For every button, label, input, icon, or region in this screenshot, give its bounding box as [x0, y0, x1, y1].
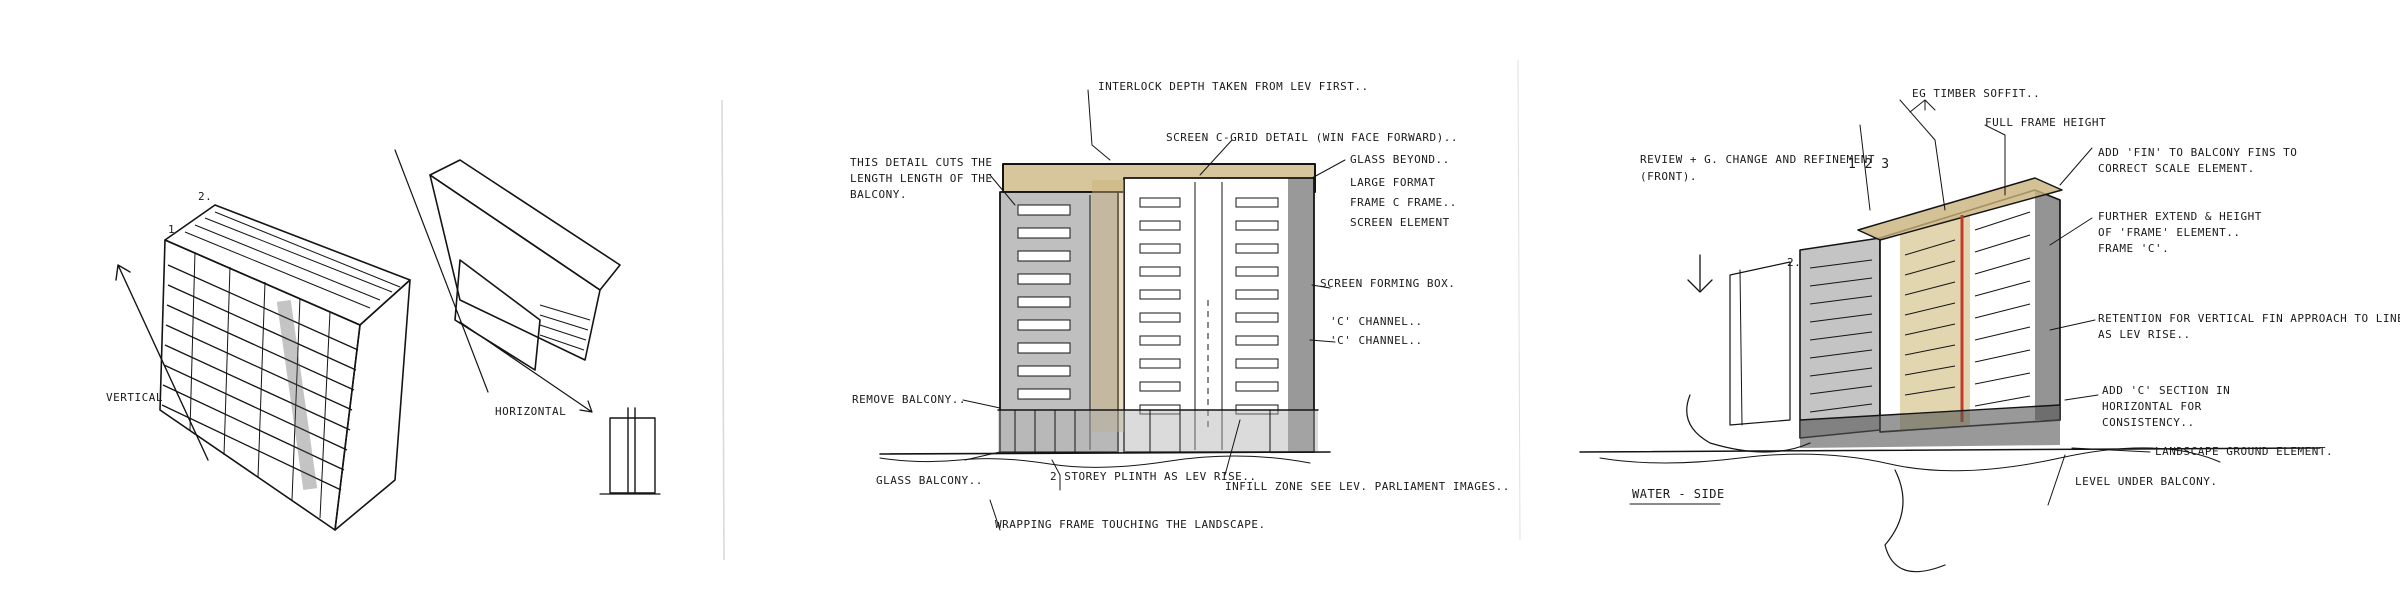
persp-plinth-tone: [1800, 405, 2060, 448]
label-horizontal: HORIZONTAL: [495, 405, 566, 418]
hblock-front: [429, 174, 601, 361]
ghost-block: [1729, 261, 1791, 426]
note-storey: 2 STOREY PLINTH AS LEV RISE..: [1050, 470, 1257, 483]
note-numbers: 1 2 3: [1848, 157, 1890, 172]
slab-vertical-fins: [189, 251, 331, 519]
ground-line: [879, 451, 1331, 455]
note-detail-3: BALCONY.: [850, 188, 907, 201]
left-tower-outline: [999, 191, 1119, 453]
sheet-divider-left: [721, 99, 725, 561]
persp-bottom-scribble: [1884, 469, 1946, 573]
note-ground-element: LANDSCAPE GROUND ELEMENT.: [2155, 445, 2333, 458]
note-screen-box: SCREEN FORMING BOX.: [1320, 277, 1455, 290]
hblock-recess: [454, 259, 541, 371]
left-tower-windows: [1017, 204, 1071, 400]
sheet-divider-right: [1517, 59, 1521, 541]
note-review-2: (FRONT).: [1640, 170, 1697, 183]
note-persp-num-2: 2.: [1787, 256, 1801, 269]
note-detail-2: LENGTH LENGTH OF THE: [850, 172, 992, 185]
right-tower-windows: [1139, 197, 1279, 415]
note-level-under-balcony: LEVEL UNDER BALCONY.: [2075, 475, 2217, 488]
hblock-floor-lines: [539, 304, 591, 351]
slab-floor-lines: [161, 264, 359, 491]
note-further-2: OF 'FRAME' ELEMENT..: [2098, 226, 2240, 239]
slab-shadow-strip: [276, 299, 318, 491]
note-glass-3: FRAME C FRAME..: [1350, 196, 1457, 209]
note-glass-2: LARGE FORMAT: [1350, 176, 1435, 189]
persp-left-windows: [1809, 259, 1873, 413]
persp-soffit-wood: [1858, 178, 2062, 240]
persp-down-arrow: [1687, 254, 1713, 293]
note-add-fin-2: CORRECT SCALE ELEMENT.: [2098, 162, 2255, 175]
small-elevation-box: [599, 407, 661, 495]
note-review-1: REVIEW + G. CHANGE AND REFINEMENT: [1640, 153, 1875, 166]
note-add-fin-1: ADD 'FIN' TO BALCONY FINS TO: [2098, 146, 2297, 159]
sketch-front-elevation: INTERLOCK DEPTH TAKEN FROM LEV FIRST.. S…: [850, 80, 1510, 531]
persp-plinth-line: [1799, 404, 2061, 421]
note-wrapping: WRAPPING FRAME TOUCHING THE LANDSCAPE.: [995, 518, 1266, 531]
note-further-1: FURTHER EXTEND & HEIGHT: [2098, 210, 2262, 223]
horizontal-arrow: [459, 321, 593, 413]
elevation-vertical-lines: [1089, 182, 1223, 450]
persp-ground-scribble: [1599, 447, 2221, 472]
label-num-2: 2.: [198, 190, 212, 203]
note-c-channel-1: 'C' CHANNEL..: [1330, 315, 1423, 328]
ground-scribble: [879, 455, 1311, 468]
note-add-c-1: ADD 'C' SECTION IN: [2102, 384, 2230, 397]
plinth-tone: [998, 410, 1318, 452]
note-timber-soffit: EG TIMBER SOFFIT..: [1912, 87, 2040, 100]
elevation-leader-lines: [962, 89, 1346, 531]
screen-frame-wood: [1092, 180, 1124, 432]
vertical-arrow: [115, 264, 209, 461]
ghost-block-edge: [1739, 269, 1743, 426]
horizontal-block-drawing: [429, 159, 621, 371]
note-detail-1: THIS DETAIL CUTS THE: [850, 156, 992, 169]
persp-main-windows: [1904, 211, 2031, 407]
label-vertical: VERTICAL: [106, 391, 163, 404]
persp-ground-line: [1579, 447, 2321, 453]
note-further-3: FRAME 'C'.: [2098, 242, 2169, 255]
note-glass-balcony: GLASS BALCONY..: [876, 474, 983, 487]
note-retention-1: RETENTION FOR VERTICAL FIN APPROACH TO L…: [2098, 312, 2400, 325]
label-num-1: 1: [168, 223, 175, 236]
note-infill: INFILL ZONE SEE LEV. PARLIAMENT IMAGES..: [1225, 480, 1510, 493]
note-remove-balcony: REMOVE BALCONY..: [852, 393, 966, 406]
plinth-mullions: [1014, 410, 1271, 452]
note-glass-4: SCREEN ELEMENT: [1350, 216, 1450, 229]
note-screen-cgrid: SCREEN C-GRID DETAIL (WIN FACE FORWARD).…: [1166, 131, 1458, 144]
note-retention-2: AS LEV RISE..: [2098, 328, 2191, 341]
note-c-channel-2: 'C' CHANNEL..: [1330, 334, 1423, 347]
note-interlock: INTERLOCK DEPTH TAKEN FROM LEV FIRST..: [1098, 80, 1369, 93]
note-glass-1: GLASS BEYOND..: [1350, 153, 1450, 166]
persp-wood-panel: [1900, 212, 1970, 430]
persp-landscape-curve: [1686, 394, 1811, 453]
note-water-side: WATER - SIDE: [1632, 487, 1725, 501]
sketch-perspective: EG TIMBER SOFFIT.. REVIEW + G. CHANGE AN…: [1579, 87, 2400, 573]
note-frame-height: FULL FRAME HEIGHT: [1985, 116, 2106, 129]
slab-top-hatching: [184, 211, 401, 309]
sketch-massing-study: VERTICAL 1 2. HORIZONTAL: [106, 149, 661, 531]
horizontal-guide-line: [394, 149, 489, 393]
right-tower-edge-tone: [1288, 178, 1314, 452]
persp-leader-lines: [1859, 99, 2151, 506]
note-add-c-3: CONSISTENCY..: [2102, 416, 2195, 429]
slab-side-face: [334, 279, 411, 531]
slab-block-drawing: [159, 204, 411, 531]
note-add-c-2: HORIZONTAL FOR: [2102, 400, 2202, 413]
elevation-box-outline: [609, 417, 656, 494]
persp-soffit-outline: [1857, 177, 2063, 241]
persp-side-tone: [2035, 190, 2060, 420]
